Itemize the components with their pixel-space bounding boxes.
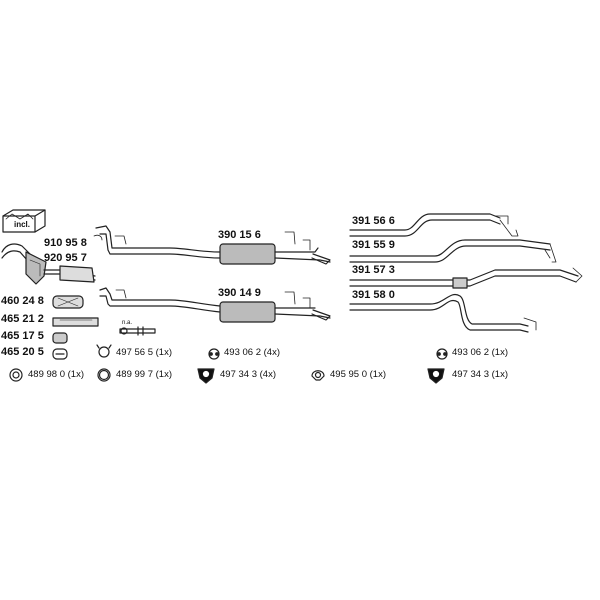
hardware-label: 489 99 7 (1x) [116, 369, 172, 380]
kit-box-icon [2, 209, 46, 233]
right-pipe-391580 [349, 294, 537, 333]
kit-included-label: incl. [14, 220, 31, 229]
part-number-920957: 920 95 7 [44, 252, 87, 264]
right-pipe-391559 [349, 239, 557, 263]
flex-pipe-460248 [52, 295, 84, 309]
hanger-icon [208, 348, 220, 360]
clamp-465175 [52, 332, 68, 344]
right-pipe-391566 [349, 213, 519, 237]
pipe-465212 [52, 317, 99, 327]
hardware-label: 489 98 0 (1x) [28, 369, 84, 380]
front-pipe-catalyst [1, 243, 96, 285]
mount-icon [197, 368, 215, 384]
part-number-465212: 465 21 2 [1, 313, 44, 325]
clamp-icon [96, 344, 112, 358]
part-number-391559: 391 55 9 [352, 239, 395, 251]
part-number-391573: 391 57 3 [352, 264, 395, 276]
hardware-label: 497 34 3 (4x) [220, 369, 276, 380]
part-number-390156: 390 15 6 [218, 229, 261, 241]
part-number-391566: 391 56 6 [352, 215, 395, 227]
hardware-label: 493 06 2 (4x) [224, 347, 280, 358]
part-number-390149: 390 14 9 [218, 287, 261, 299]
not-available-label: n.a. [122, 320, 133, 326]
hardware-label: 495 95 0 (1x) [330, 369, 386, 380]
hardware-label: 493 06 2 (1x) [452, 347, 508, 358]
gasket-icon [9, 368, 23, 382]
center-exhaust-upper [93, 225, 331, 265]
na-part-icon [119, 326, 156, 336]
center-exhaust-lower [99, 287, 331, 323]
part-number-465175: 465 17 5 [1, 330, 44, 342]
hanger-465205 [52, 348, 68, 360]
ring-icon [97, 368, 111, 382]
part-number-465205: 465 20 5 [1, 346, 44, 358]
hardware-label: 497 56 5 (1x) [116, 347, 172, 358]
part-number-391580: 391 58 0 [352, 289, 395, 301]
part-number-910958: 910 95 8 [44, 237, 87, 249]
right-pipe-391573 [349, 267, 583, 289]
mount-icon [427, 368, 445, 384]
hanger-icon [436, 348, 448, 360]
part-number-460248: 460 24 8 [1, 295, 44, 307]
hardware-label: 497 34 3 (1x) [452, 369, 508, 380]
gasket-icon [311, 370, 325, 381]
